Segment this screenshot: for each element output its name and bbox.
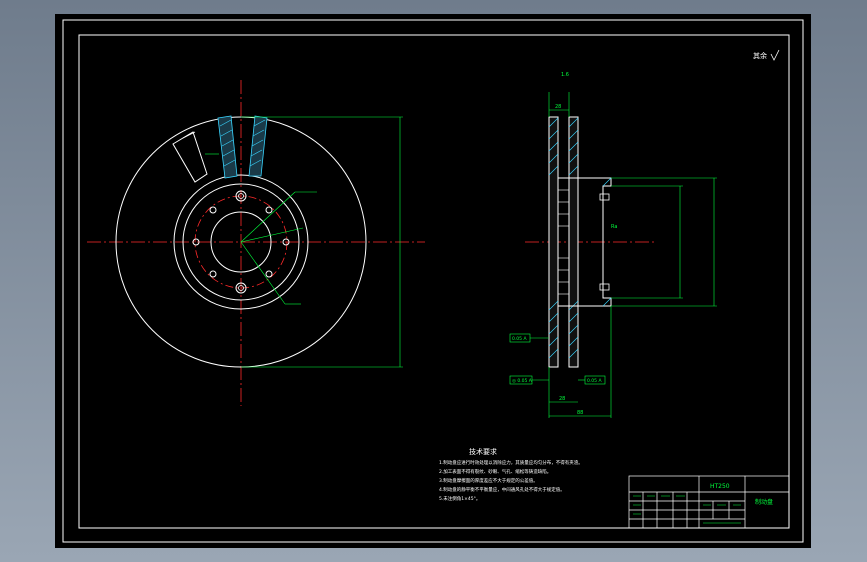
radius-leader bbox=[240, 191, 296, 243]
outer-frame bbox=[62, 19, 804, 543]
radius-leader bbox=[240, 241, 286, 305]
tech-note: 2.加工表面不得有裂纹、砂眼、气孔、缩松等铸造缺陷。 bbox=[439, 468, 551, 475]
side-roughness: Ra bbox=[611, 224, 617, 230]
bolt-hole-inner bbox=[238, 193, 244, 199]
tech-note: 5.未注倒角1×45°。 bbox=[439, 495, 480, 502]
radius-leader bbox=[240, 227, 304, 243]
hatch-lines bbox=[548, 117, 579, 359]
vent-slot-section bbox=[248, 115, 268, 177]
small-hole bbox=[282, 238, 290, 246]
roughness-note: 其余 bbox=[753, 51, 767, 60]
svg-text:◎ 0.05 A: ◎ 0.05 A bbox=[512, 378, 533, 384]
center-bore bbox=[210, 211, 272, 273]
hub-hat bbox=[558, 177, 612, 307]
rotor-plate-right bbox=[568, 116, 579, 368]
rotor-plate-left bbox=[548, 116, 559, 368]
roughness-symbol-icon bbox=[770, 49, 780, 61]
bolt-circle bbox=[194, 195, 288, 289]
technical-requirements: 技术要求 1.制动盘应进行时效处理以消除应力，其质量应均匀分布，不得有夹渣。 2… bbox=[439, 447, 583, 502]
small-hole bbox=[209, 270, 217, 278]
hub-step-circle bbox=[182, 183, 300, 301]
bottom-dim-width: 88 bbox=[577, 410, 583, 416]
side-section-view: 28 1.6 Ra 88 28 0.05 A ◎ 0.05 A 0.05 A bbox=[509, 72, 717, 418]
drawing-canvas: 其余 bbox=[62, 19, 804, 543]
vent-slot bbox=[172, 131, 208, 183]
inner-frame bbox=[78, 34, 790, 529]
hub-outer-circle bbox=[173, 174, 309, 310]
bolt-hole bbox=[235, 282, 247, 294]
title-material: HT250 bbox=[710, 483, 730, 490]
title-block bbox=[628, 475, 790, 529]
small-hole bbox=[265, 270, 273, 278]
cad-drawing-viewport[interactable]: 其余 bbox=[55, 14, 811, 548]
small-hole bbox=[192, 238, 200, 246]
side-dim-mid: 1.6 bbox=[561, 72, 569, 78]
tech-note: 3.制动盘摩擦面的厚度差应不大于规定的公差值。 bbox=[439, 477, 538, 484]
bolt-hole-inner bbox=[238, 285, 244, 291]
vent-slot-section bbox=[217, 115, 238, 179]
svg-text:0.05 A: 0.05 A bbox=[587, 378, 602, 384]
small-hole bbox=[209, 206, 217, 214]
svg-text:0.05 A: 0.05 A bbox=[512, 336, 527, 342]
tech-title: 技术要求 bbox=[469, 447, 497, 456]
tech-note: 4.制动盘的静平衡不平衡量应，中间通风孔处不得大于规定值。 bbox=[439, 486, 565, 493]
bottom-dim-inner: 28 bbox=[559, 396, 565, 402]
small-hole bbox=[265, 206, 273, 214]
title-drawing-name: 制动盘 bbox=[755, 498, 773, 506]
bolt-hole bbox=[235, 190, 247, 202]
tech-note: 1.制动盘应进行时效处理以消除应力，其质量应均匀分布，不得有夹渣。 bbox=[439, 459, 583, 466]
side-dim-top: 28 bbox=[555, 104, 561, 110]
front-view bbox=[87, 80, 425, 406]
